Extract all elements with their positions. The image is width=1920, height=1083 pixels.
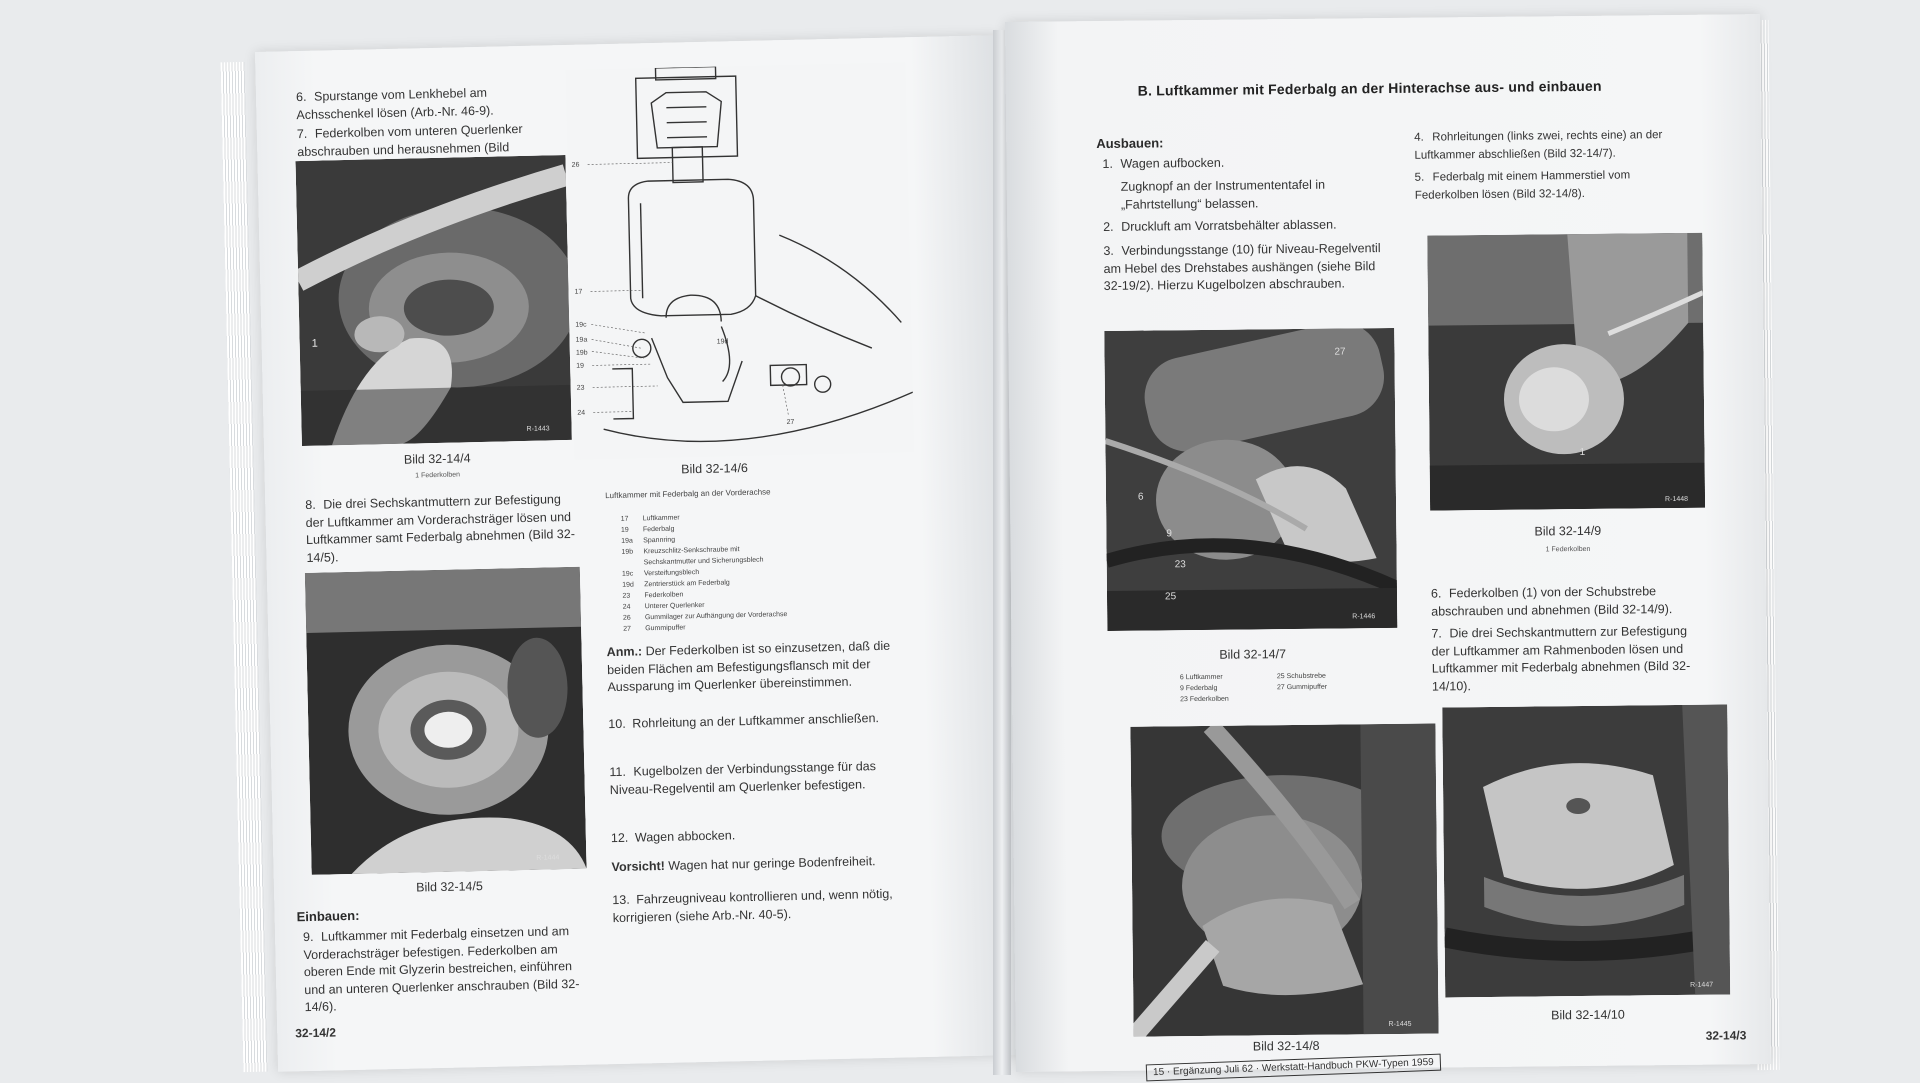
- photo-figure-5: R-1444: [304, 566, 587, 875]
- footer-box: 15 · Ergänzung Juli 62 · Werkstatt-Handb…: [1145, 1053, 1442, 1082]
- figure-6-label: Bild 32-14/6: [681, 460, 749, 477]
- anm-note: Anm.: Der Federkolben ist so einzusetzen…: [606, 638, 891, 695]
- left-page: 6.Spurstange vom Lenkhebel am Achsschenk…: [255, 35, 1023, 1072]
- figure-6-title: Luftkammer mit Federbalg an der Vorderac…: [605, 487, 771, 501]
- step-6: 6.Spurstange vom Lenkhebel am Achsschenk…: [295, 85, 494, 122]
- figure-4-sub: 1 Federkolben: [415, 471, 461, 480]
- photo-figure-10: R-1447: [1442, 704, 1731, 998]
- left-page-number: 32-14/2: [295, 1025, 337, 1041]
- photo-figure-4: 1 R-1443: [295, 154, 572, 447]
- figure-5-label: Bild 32-14/5: [415, 879, 483, 895]
- step-9: 9.Luftkammer mit Federbalg einsetzen und…: [302, 924, 580, 1015]
- step-10: 10.Rohrleitung an der Luftkammer anschli…: [608, 711, 880, 732]
- step-r4: 4.Rohrleitungen (links zwei, rechts eine…: [1414, 129, 1663, 162]
- right-page: B. Luftkammer mit Federbalg an der Hinte…: [1005, 14, 1771, 1082]
- diagram-figure-6: 26 17 19c 19a 19b 19 23 24 19d 27: [565, 62, 915, 460]
- figure-7-legend-right: 25 Schubstrebe 27 Gummipuffer: [1276, 672, 1328, 692]
- step-13: 13.Fahrzeugniveau kontrollieren und, wen…: [612, 886, 893, 925]
- photo-figure-9: 1 R-1448: [1427, 232, 1706, 511]
- einbauen-heading: Einbauen:: [296, 907, 360, 925]
- figure-10-label: Bild 32-14/10: [1551, 1007, 1625, 1023]
- step-8: 8.Die drei Sechskantmuttern zur Befestig…: [305, 492, 576, 565]
- step-r7: 7.Die drei Sechskantmuttern zur Befestig…: [1431, 623, 1691, 694]
- step-12: 12.Wagen abbocken.: [610, 828, 736, 846]
- figure-7-legend-left: 6 Luftkammer 9 Federbalg 23 Federkolben: [1179, 673, 1229, 704]
- figure-7-label: Bild 32-14/7: [1219, 647, 1287, 662]
- photo-figure-7: 27 6 9 23 25 R-1446: [1104, 327, 1398, 631]
- figure-9-sub: 1 Federkolben: [1545, 545, 1591, 554]
- figure-4-label: Bild 32-14/4: [403, 451, 471, 467]
- step-r3: 3.Verbindungsstange (10) für Niveau-Rege…: [1103, 241, 1381, 293]
- figure-9-label: Bild 32-14/9: [1534, 523, 1602, 539]
- step-11: 11.Kugelbolzen der Verbindungsstange für…: [609, 759, 877, 797]
- right-page-title: B. Luftkammer mit Federbalg an der Hinte…: [1137, 77, 1602, 99]
- step-r6: 6.Federkolben (1) von der Schubstrebe ab…: [1430, 584, 1673, 619]
- figure-8-label: Bild 32-14/8: [1252, 1038, 1320, 1054]
- vorsicht-note: Vorsicht! Wagen hat nur geringe Bodenfre…: [611, 854, 876, 875]
- ausbauen-heading: Ausbauen:: [1096, 135, 1164, 152]
- photo-figure-8: R-1445: [1130, 723, 1439, 1037]
- step-r1-note: Zugknopf an der Instrumententafel in „Fa…: [1120, 177, 1326, 212]
- book-spine: [993, 30, 1011, 1075]
- step-r1: 1.Wagen aufbocken.: [1102, 155, 1225, 171]
- step-r2: 2.Druckluft am Vorratsbehälter ablassen.: [1103, 217, 1337, 234]
- step-r5: 5.Federbalg mit einem Hammerstiel vom Fe…: [1414, 169, 1631, 202]
- right-page-number: 32-14/3: [1705, 1028, 1747, 1043]
